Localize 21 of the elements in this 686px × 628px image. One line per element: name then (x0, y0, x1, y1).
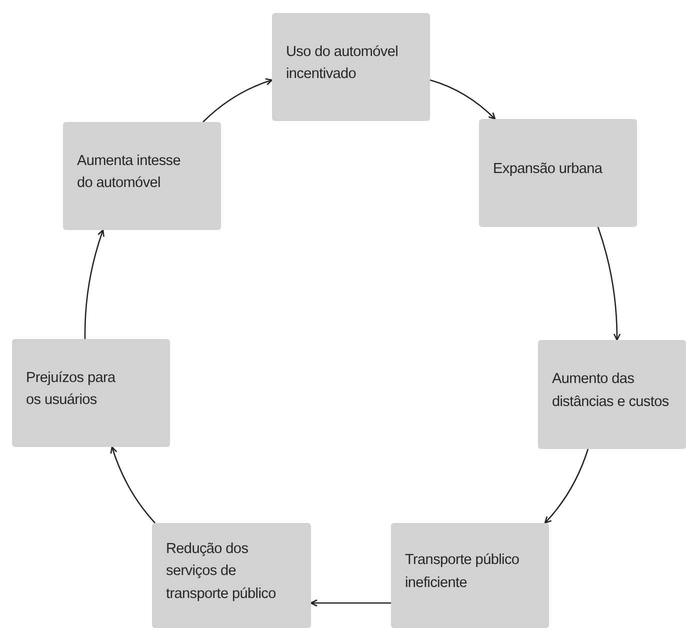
box-text: Aumento das distâncias e custos (552, 370, 670, 412)
curved-arrow (310, 599, 391, 607)
box-text: Uso do automóvel incentivado (286, 42, 400, 84)
process-box (63, 122, 221, 230)
curved-arrow (202, 78, 273, 122)
box-text: Aumenta intesse do automóvel (77, 152, 182, 193)
process-box (391, 523, 549, 628)
curved-arrow (110, 446, 156, 524)
curved-arrow (84, 229, 105, 339)
process-box (152, 523, 311, 628)
process-box (12, 339, 170, 447)
process-box (272, 13, 430, 121)
curved-arrow (430, 79, 496, 120)
process-box (538, 340, 686, 449)
curved-arrow (597, 226, 621, 341)
box-text: Expansão urbana (493, 160, 602, 179)
box-text: Transporte público ineficiente (405, 551, 520, 592)
box-text: Prejuízos para os usuários (26, 368, 116, 410)
curved-arrow (544, 448, 589, 524)
box-text: Redução dos serviços de transporte público (166, 540, 277, 604)
process-box (479, 119, 637, 227)
